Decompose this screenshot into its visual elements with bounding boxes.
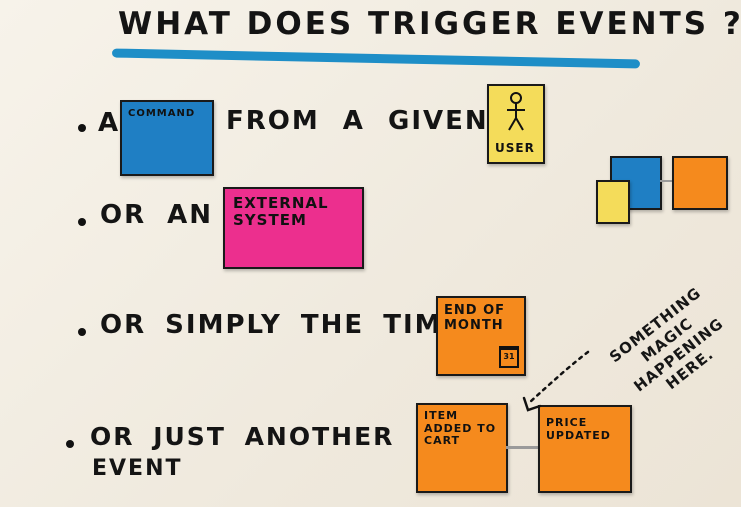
end-of-month-sticky: END OF MONTH 31: [436, 296, 526, 376]
user-label: USER: [495, 141, 535, 155]
calendar-icon: 31: [499, 346, 519, 368]
external-system-sticky: EXTERNAL SYSTEM: [223, 187, 364, 269]
line-or-simply-the-time: OR SIMPLY THE TIME: [100, 310, 463, 340]
line-or-just-another: OR JUST ANOTHER: [90, 422, 395, 451]
command-sticky: COMMAND: [120, 100, 214, 176]
line-event: EVENT: [92, 456, 183, 481]
bullet-1: [78, 124, 86, 132]
mini-user-sticky: [596, 180, 630, 224]
end-of-month-label: END OF MONTH: [444, 303, 506, 333]
price-updated-sticky: PRICE UPDATED: [538, 405, 632, 493]
mini-event-sticky: [672, 156, 728, 210]
stick-figure-icon: [507, 92, 525, 131]
line-a: A: [98, 108, 121, 138]
line-or-an: OR AN: [100, 200, 214, 230]
bullet-2: [78, 218, 86, 226]
item-added-to-cart-sticky: ITEM ADDED TO CART: [416, 403, 508, 493]
user-sticky: USER: [487, 84, 545, 164]
bullet-3: [78, 328, 86, 336]
external-system-label: EXTERNAL SYSTEM: [233, 194, 329, 230]
line-from-a-given: FROM A GIVEN: [226, 106, 489, 136]
calendar-day: 31: [503, 352, 515, 361]
command-label: COMMAND: [128, 108, 196, 119]
bullet-4: [66, 440, 74, 448]
diagram-title: WHAT DOES TRIGGER EVENTS ?: [118, 6, 741, 42]
event-connector: [506, 446, 538, 449]
price-updated-label: PRICE UPDATED: [546, 416, 611, 442]
item-added-to-cart-label: ITEM ADDED TO CART: [424, 409, 497, 448]
mini-connector: [660, 180, 672, 182]
